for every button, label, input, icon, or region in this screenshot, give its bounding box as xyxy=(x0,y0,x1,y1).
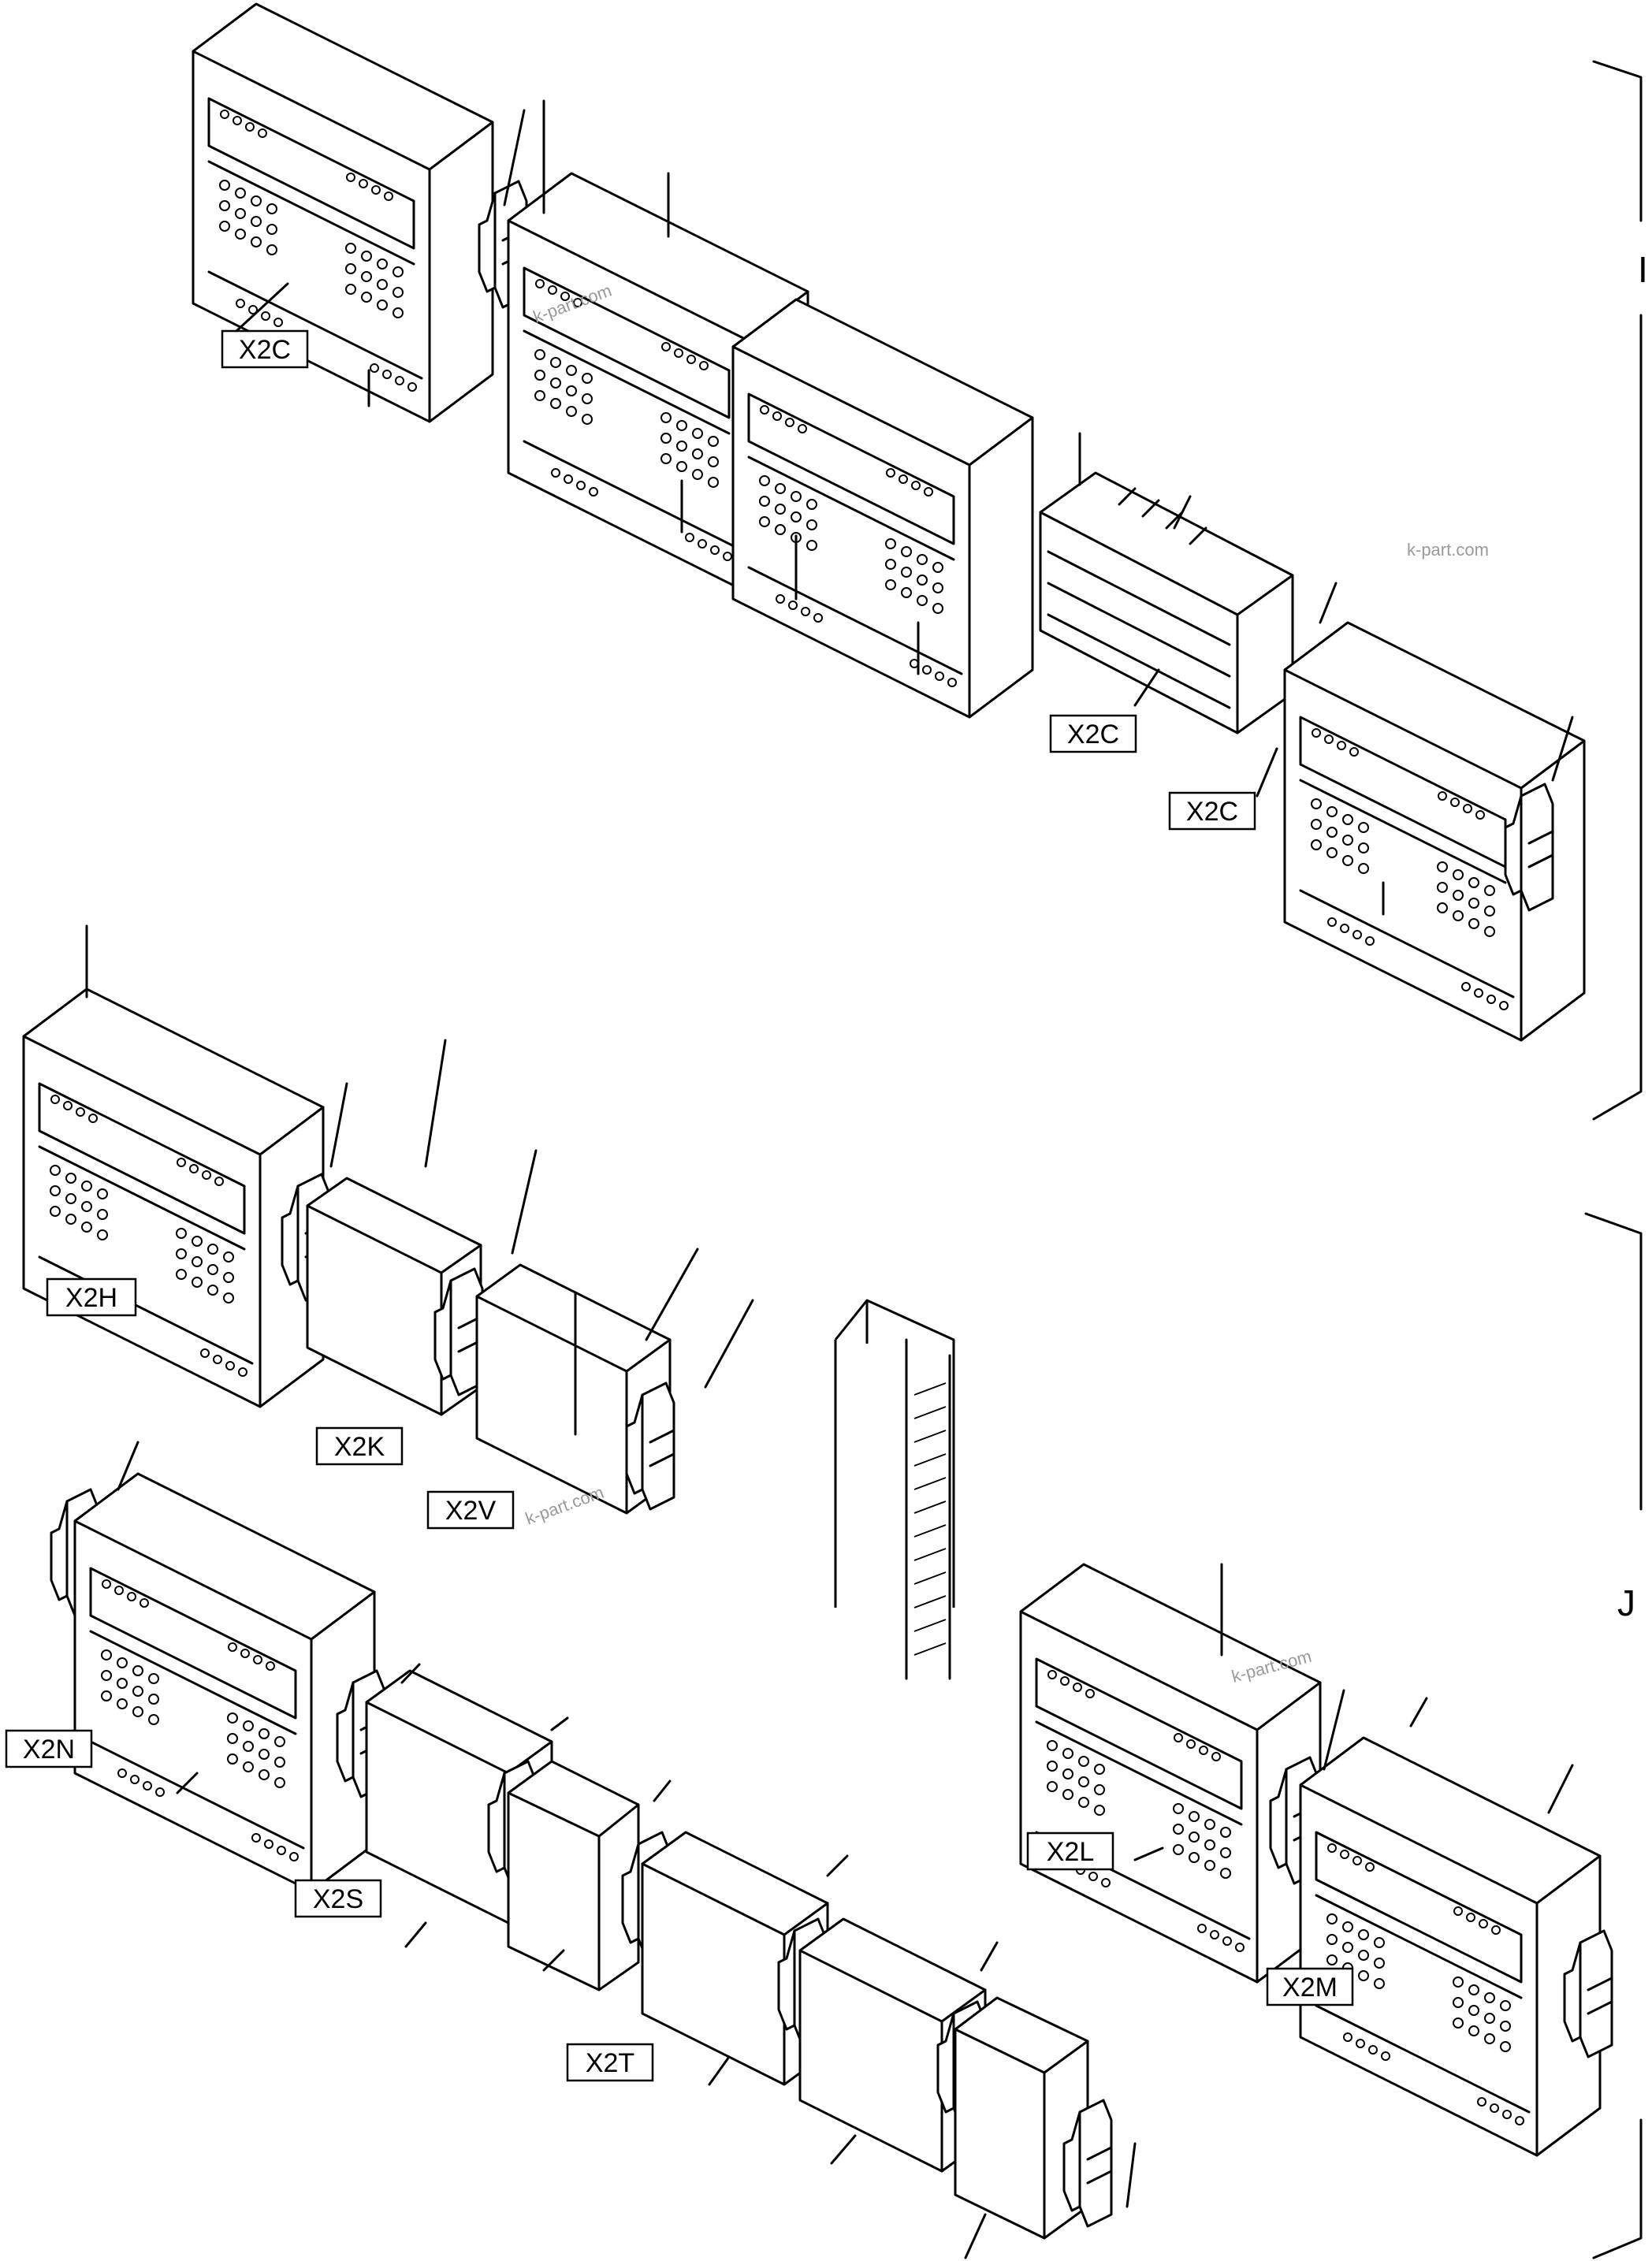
connector-label-x2n: X2N xyxy=(5,1729,93,1768)
svg-text:X2T: X2T xyxy=(586,2048,634,2078)
connector-label-x2s: X2S xyxy=(294,1879,382,1918)
svg-text:X2H: X2H xyxy=(65,1283,117,1313)
connector-label-x2h: X2H xyxy=(46,1277,137,1317)
connector-label-x2l: X2L xyxy=(1026,1831,1114,1871)
group-i-assembly xyxy=(192,2,1643,1121)
svg-text:X2L: X2L xyxy=(1047,1837,1095,1867)
watermark: k-part.com xyxy=(523,1482,606,1529)
svg-text:X2N: X2N xyxy=(23,1735,75,1765)
group-j-assembly xyxy=(22,924,1643,2259)
watermark: k-part.com xyxy=(1407,540,1489,560)
group-label-i: I xyxy=(1638,249,1648,290)
connector-label-x2c-3: X2C xyxy=(1168,791,1256,831)
svg-text:X2V: X2V xyxy=(445,1496,497,1526)
svg-text:X2C: X2C xyxy=(1186,797,1238,827)
svg-text:X2C: X2C xyxy=(239,335,291,365)
connector-label-x2v: X2V xyxy=(426,1490,515,1530)
svg-text:X2S: X2S xyxy=(313,1884,363,1914)
svg-text:X2C: X2C xyxy=(1067,720,1119,749)
svg-text:X2K: X2K xyxy=(334,1432,385,1462)
connector-label-x2c-1: X2C xyxy=(221,329,309,369)
connector-label-x2m: X2M xyxy=(1266,1967,1354,2006)
svg-text:X2M: X2M xyxy=(1282,1973,1338,2003)
connector-label-x2t: X2T xyxy=(566,2043,654,2082)
connector-label-x2c-2: X2C xyxy=(1049,714,1137,753)
connector-label-x2k: X2K xyxy=(315,1426,404,1466)
group-label-j: J xyxy=(1617,1582,1635,1623)
